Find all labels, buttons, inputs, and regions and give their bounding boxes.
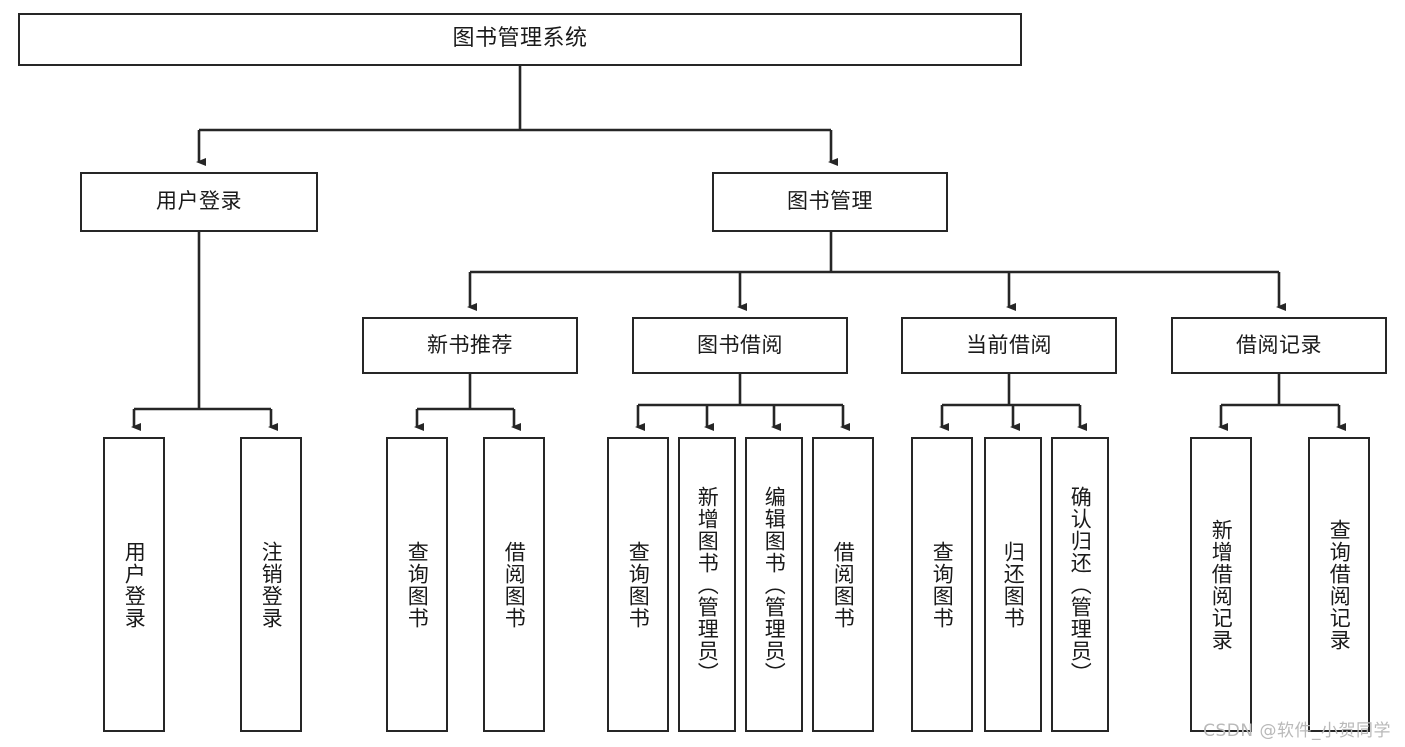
- leaf-borrow-book-label: 借阅图书: [831, 540, 856, 629]
- leaf-borrow-book-new-label: 借阅图书: [502, 540, 527, 629]
- node-book-borrow-label: 图书借阅: [697, 332, 783, 357]
- leaf-query-book-current-label: 查询图书: [930, 540, 955, 629]
- leaf-query-borrow-record[interactable]: 查询借阅记录: [1308, 437, 1370, 732]
- leaf-query-book-borrow[interactable]: 查询图书: [607, 437, 669, 732]
- leaf-logout[interactable]: 注销登录: [240, 437, 302, 732]
- leaf-add-borrow-record[interactable]: 新增借阅记录: [1190, 437, 1252, 732]
- leaf-confirm-return-admin-label: 确认归还（管理员）: [1068, 485, 1093, 684]
- node-new-book-recommend[interactable]: 新书推荐: [362, 317, 578, 374]
- leaf-add-book-admin-label: 新增图书（管理员）: [695, 485, 720, 684]
- leaf-query-book-new[interactable]: 查询图书: [386, 437, 448, 732]
- leaf-add-borrow-record-label: 新增借阅记录: [1209, 518, 1234, 651]
- leaf-logout-label: 注销登录: [259, 540, 284, 629]
- leaf-edit-book-admin[interactable]: 编辑图书（管理员）: [745, 437, 803, 732]
- node-new-book-recommend-label: 新书推荐: [427, 332, 513, 357]
- node-root-label: 图书管理系统: [452, 26, 588, 52]
- node-user-login-label: 用户登录: [156, 189, 242, 214]
- node-current-borrow-label: 当前借阅: [966, 332, 1052, 357]
- node-book-management-label: 图书管理: [787, 189, 873, 214]
- leaf-confirm-return-admin[interactable]: 确认归还（管理员）: [1051, 437, 1109, 732]
- leaf-borrow-book[interactable]: 借阅图书: [812, 437, 874, 732]
- leaf-query-book-current[interactable]: 查询图书: [911, 437, 973, 732]
- leaf-return-book-label: 归还图书: [1001, 540, 1026, 629]
- leaf-query-book-new-label: 查询图书: [405, 540, 430, 629]
- leaf-borrow-book-new[interactable]: 借阅图书: [483, 437, 545, 732]
- node-borrow-record-label: 借阅记录: [1236, 332, 1322, 357]
- node-user-login[interactable]: 用户登录: [80, 172, 318, 232]
- leaf-user-login-label: 用户登录: [122, 540, 147, 629]
- leaf-query-borrow-record-label: 查询借阅记录: [1327, 518, 1352, 651]
- node-current-borrow[interactable]: 当前借阅: [901, 317, 1117, 374]
- leaf-query-book-borrow-label: 查询图书: [626, 540, 651, 629]
- watermark-text: CSDN @软件_小贺同学: [1203, 721, 1391, 741]
- leaf-user-login[interactable]: 用户登录: [103, 437, 165, 732]
- node-book-borrow[interactable]: 图书借阅: [632, 317, 848, 374]
- leaf-edit-book-admin-label: 编辑图书（管理员）: [762, 485, 787, 684]
- node-root[interactable]: 图书管理系统: [18, 13, 1022, 66]
- node-book-management[interactable]: 图书管理: [712, 172, 948, 232]
- node-borrow-record[interactable]: 借阅记录: [1171, 317, 1387, 374]
- leaf-return-book[interactable]: 归还图书: [984, 437, 1042, 732]
- leaf-add-book-admin[interactable]: 新增图书（管理员）: [678, 437, 736, 732]
